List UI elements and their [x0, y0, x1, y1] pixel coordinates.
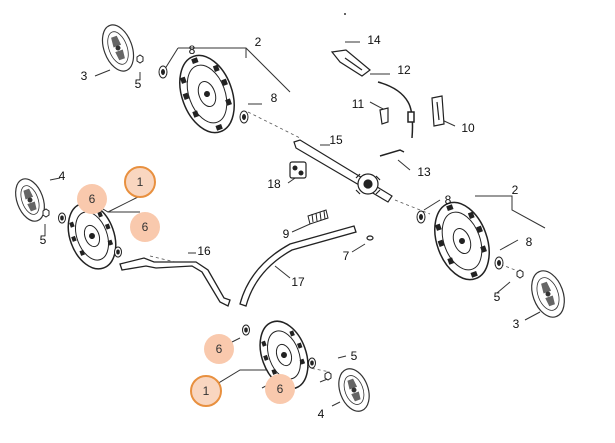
part-18-clip	[289, 161, 307, 179]
wheel-bottom	[259, 320, 309, 390]
label-part-8-top-b: 8	[270, 91, 278, 105]
badge-part-1-bottom[interactable]: 1	[190, 375, 222, 407]
label-part-15: 15	[329, 133, 343, 147]
part-10-plate	[431, 95, 445, 127]
wheel-left	[67, 202, 117, 270]
label-part-7: 7	[342, 249, 350, 263]
label-part-13: 13	[417, 165, 431, 179]
badge-part-6-left-b[interactable]: 6	[130, 212, 160, 242]
label-part-11: 11	[351, 97, 365, 111]
nuts	[42, 54, 524, 381]
hubcap-right	[531, 270, 565, 318]
label-part-12: 12	[397, 63, 411, 77]
label-part-4-left: 4	[58, 169, 66, 183]
part-9-spring	[307, 209, 329, 225]
hubcap-left	[15, 178, 45, 222]
label-part-10: 10	[461, 121, 475, 135]
part-12-cable	[377, 81, 415, 139]
wheel-top	[179, 54, 235, 134]
label-part-9: 9	[282, 227, 290, 241]
label-part-5-left: 5	[39, 233, 47, 247]
label-part-8-right: 8	[444, 193, 452, 207]
label-part-2-top: 2	[254, 35, 262, 49]
part-13-rod	[379, 149, 405, 157]
badge-part-6-bottom-b[interactable]: 6	[265, 374, 295, 404]
label-part-5-right: 5	[493, 290, 501, 304]
badge-part-6-left-a[interactable]: 6	[77, 184, 107, 214]
label-part-16: 16	[197, 244, 211, 258]
assembly-lines	[149, 111, 521, 373]
axle-15	[293, 139, 393, 203]
label-part-18: 18	[267, 177, 281, 191]
label-part-5-top: 5	[134, 77, 142, 91]
badge-part-1-left[interactable]: 1	[124, 166, 156, 198]
label-part-3-top: 3	[80, 69, 88, 83]
washers	[58, 65, 504, 369]
label-part-5-bottom: 5	[350, 349, 358, 363]
label-part-8-right-b: 8	[525, 235, 533, 249]
label-part-17: 17	[291, 275, 305, 289]
label-part-3-right: 3	[512, 317, 520, 331]
axle-16	[119, 257, 231, 307]
rod-17	[239, 225, 357, 307]
hubcap-top-left	[101, 24, 135, 72]
part-14-lever	[330, 49, 371, 77]
dot-mark	[344, 13, 346, 15]
part-7-pin	[366, 235, 374, 241]
hubcap-bottom	[338, 368, 370, 412]
label-part-2-right: 2	[511, 183, 519, 197]
badge-part-6-bottom-a[interactable]: 6	[204, 334, 234, 364]
label-part-8-top: 8	[188, 43, 196, 57]
wheel-right	[434, 201, 490, 281]
label-part-14: 14	[367, 33, 381, 47]
part-11-pin	[379, 107, 389, 125]
label-part-4-bottom: 4	[317, 407, 325, 421]
